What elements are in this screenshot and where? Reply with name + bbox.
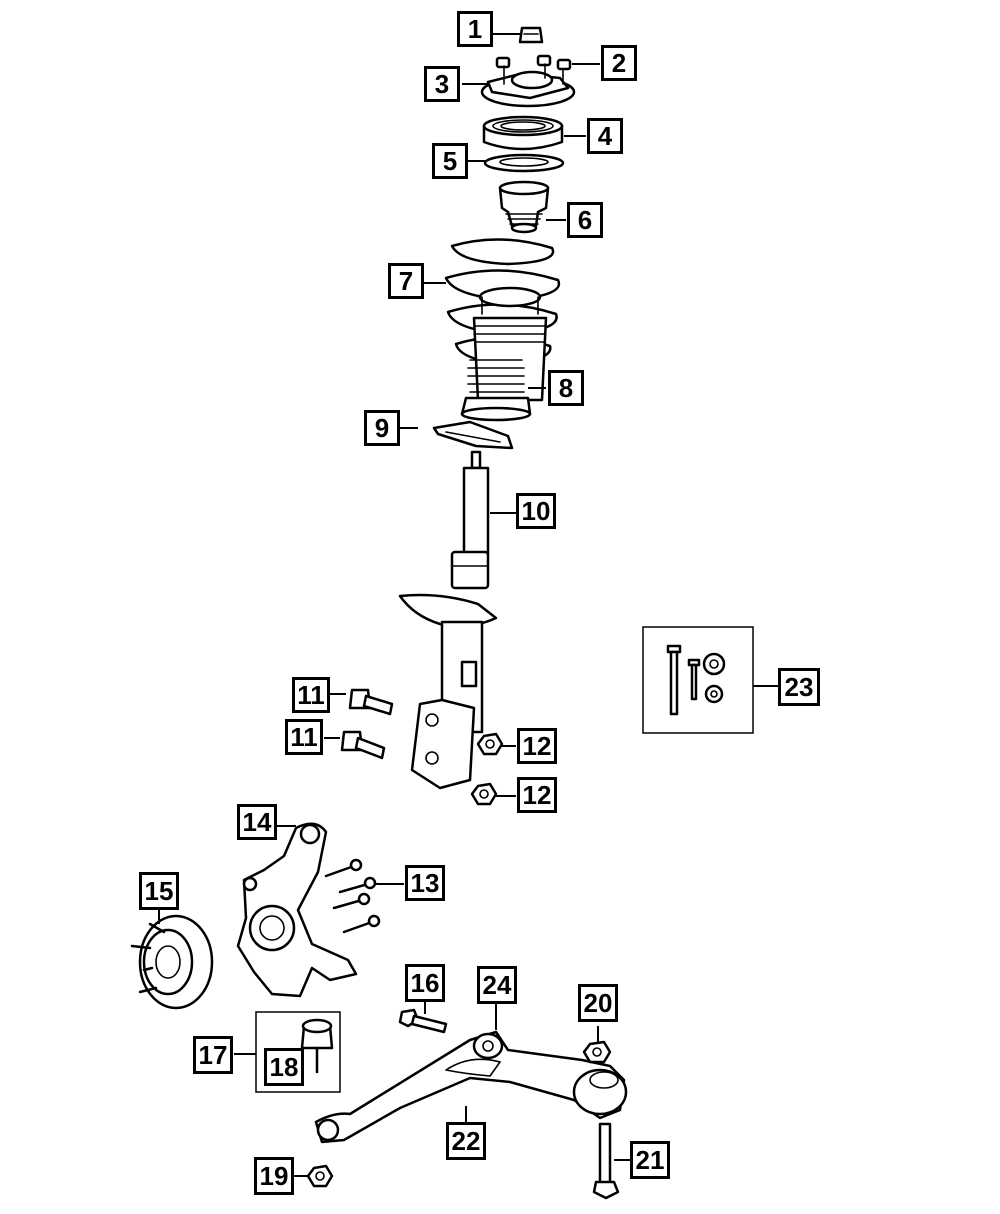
callout-21[interactable]: 21 — [630, 1141, 670, 1179]
callout-11-upper[interactable]: 11 — [292, 677, 330, 713]
callout-6[interactable]: 6 — [567, 202, 603, 238]
callout-12-upper[interactable]: 12 — [517, 728, 557, 764]
part-8-dust-boot — [460, 316, 548, 422]
callout-14[interactable]: 14 — [237, 804, 277, 840]
callout-22[interactable]: 22 — [446, 1122, 486, 1160]
part-20-nut — [582, 1040, 612, 1064]
part-10-strut-assembly — [398, 450, 498, 790]
part-12-strut-nuts — [470, 732, 504, 806]
callout-3[interactable]: 3 — [424, 66, 460, 102]
part-21-bolt — [592, 1122, 620, 1200]
part-13-knuckle-bolts — [324, 858, 381, 934]
part-17-ball-joint-group — [255, 1011, 341, 1093]
callout-1[interactable]: 1 — [457, 11, 493, 47]
part-23-hardware — [666, 644, 726, 716]
callout-12-lower[interactable]: 12 — [517, 777, 557, 813]
callout-18[interactable]: 18 — [264, 1048, 304, 1086]
part-23-hardware-kit-group — [642, 626, 754, 734]
callout-8[interactable]: 8 — [548, 370, 584, 406]
callout-7[interactable]: 7 — [388, 263, 424, 299]
callout-10[interactable]: 10 — [516, 493, 556, 529]
callout-24[interactable]: 24 — [477, 966, 517, 1004]
callout-4[interactable]: 4 — [587, 118, 623, 154]
part-9-lower-isolator — [432, 420, 514, 450]
callout-5[interactable]: 5 — [432, 143, 468, 179]
part-6-jounce-bumper — [498, 180, 550, 234]
callout-13[interactable]: 13 — [405, 865, 445, 901]
part-18-ball-joint — [300, 1018, 334, 1074]
part-19-nut — [306, 1164, 334, 1188]
part-15-hub-bearing — [130, 914, 214, 1010]
part-24-control-arm-bushing — [472, 1032, 504, 1060]
part-2-mount-nuts — [495, 54, 572, 71]
part-22-lower-control-arm — [314, 1030, 628, 1144]
callout-11-lower[interactable]: 11 — [285, 719, 323, 755]
part-3-upper-strut-mount — [480, 63, 576, 108]
callout-23[interactable]: 23 — [778, 668, 820, 706]
part-1-nut — [518, 26, 544, 44]
callout-20[interactable]: 20 — [578, 984, 618, 1022]
part-14-steering-knuckle — [236, 822, 358, 998]
callout-15[interactable]: 15 — [139, 872, 179, 910]
callout-16[interactable]: 16 — [405, 964, 445, 1002]
part-5-spring-isolator — [483, 153, 565, 173]
callout-9[interactable]: 9 — [364, 410, 400, 446]
part-16-bolt — [398, 1008, 448, 1034]
callout-19[interactable]: 19 — [254, 1157, 294, 1195]
leader-lines — [158, 33, 778, 1177]
part-4-bearing — [482, 115, 564, 151]
callout-17[interactable]: 17 — [193, 1036, 233, 1074]
callout-2[interactable]: 2 — [601, 45, 637, 81]
part-11-strut-bolts — [340, 688, 394, 760]
